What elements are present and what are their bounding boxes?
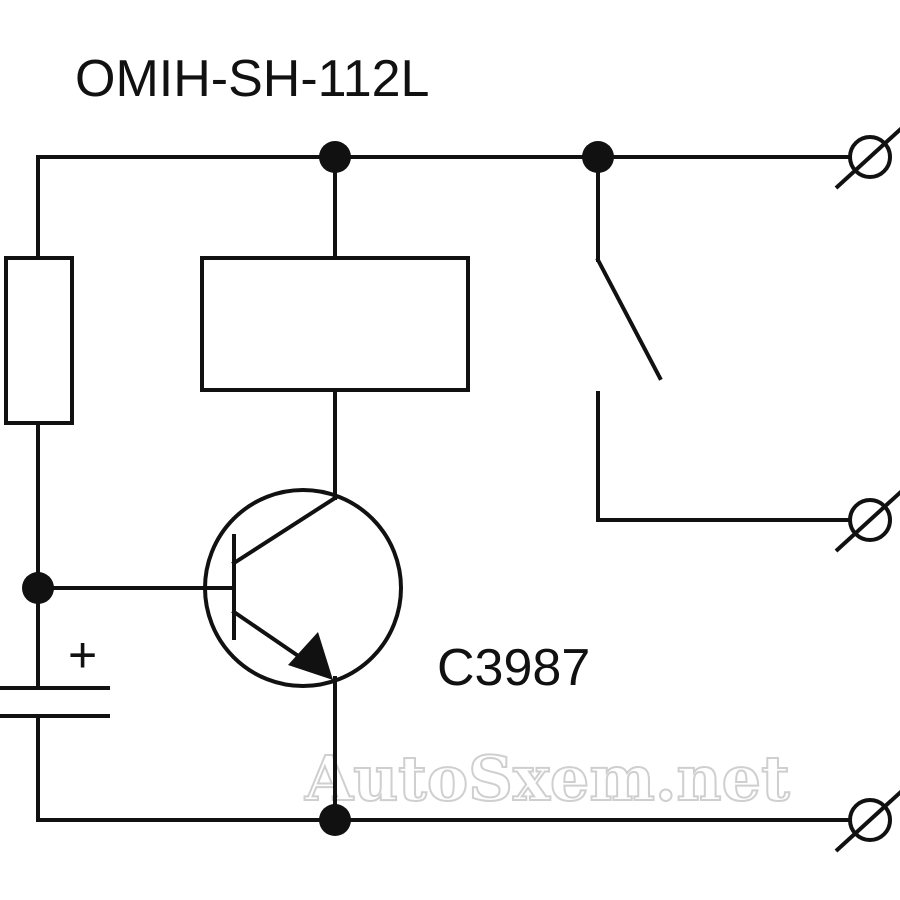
terminal-middle bbox=[834, 489, 900, 553]
transistor-collector bbox=[231, 495, 338, 566]
terminal-top bbox=[834, 126, 900, 190]
junction-dot-base bbox=[22, 572, 54, 604]
junction-dot-bottom bbox=[319, 804, 351, 836]
junction-dot-coil-top bbox=[319, 141, 351, 173]
relay-coil bbox=[200, 256, 470, 392]
transistor-label: C3987 bbox=[437, 639, 590, 697]
junction-dot-contact-top bbox=[582, 141, 614, 173]
capacitor-polarity-label: + bbox=[68, 627, 97, 683]
transistor-body bbox=[203, 488, 403, 688]
relay-contact-blade bbox=[595, 257, 663, 381]
terminal-bottom bbox=[834, 789, 900, 853]
watermark: AutoSxem.net bbox=[304, 742, 790, 815]
relay-label: OMIH-SH-112L bbox=[75, 50, 429, 108]
emitter-arrow bbox=[288, 632, 333, 680]
resistor bbox=[4, 256, 74, 425]
